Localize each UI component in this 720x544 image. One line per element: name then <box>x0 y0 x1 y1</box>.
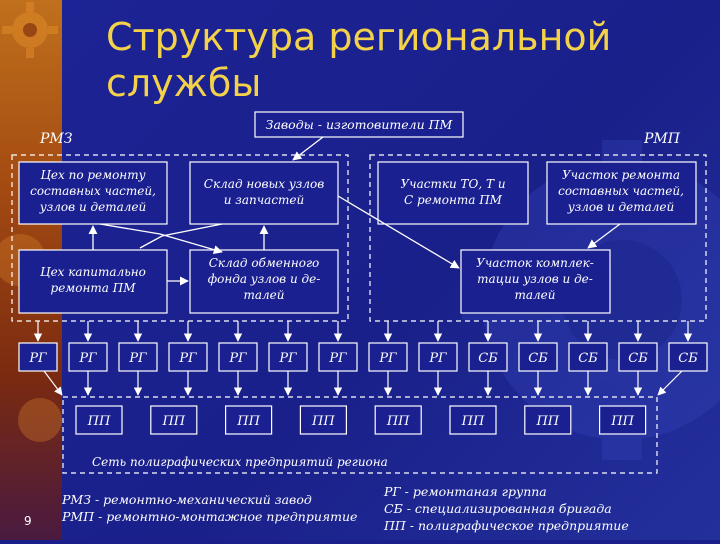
unit-label: СБ <box>678 351 698 366</box>
pp-label: ПП <box>236 414 260 429</box>
exchange-store-line-3: талей <box>243 288 284 302</box>
unit-box: РГ <box>368 321 408 396</box>
print-enterprises-row: ПП ПП ПП ПП ПП ПП ПП ПП <box>75 405 647 435</box>
pp-label: ПП <box>461 414 485 429</box>
capital-repair-shop-line-2: ремонта ПМ <box>51 281 137 295</box>
unit-box: РГ <box>168 321 208 396</box>
maintenance-sites-box: Участки ТО, Т и С ремонта ПМ <box>377 161 529 225</box>
unit-label: РГ <box>378 351 397 366</box>
pp-box: ПП <box>75 405 123 435</box>
unit-box: РГ <box>18 321 63 396</box>
unit-box: РГ <box>418 321 458 396</box>
repair-shop-line-2: составных частей, <box>30 184 156 198</box>
manufacturers-label: Заводы - изготовители ПМ <box>266 117 454 132</box>
arrow-to-network <box>657 370 683 396</box>
pp-box: ПП <box>150 405 198 435</box>
pp-label: ПП <box>161 414 185 429</box>
flow-arrows <box>88 136 621 286</box>
unit-box: СБ <box>657 321 708 396</box>
pp-label: ПП <box>535 414 559 429</box>
repair-shop-line-1: Цех по ремонту <box>40 168 145 182</box>
unit-label: СБ <box>578 351 598 366</box>
unit-box: СБ <box>518 321 558 396</box>
kitting-site-line-1: Участок комплек- <box>476 256 594 270</box>
legend-sb: СБ - специализированная бригада <box>384 501 612 516</box>
capital-repair-shop-box: Цех капитально ремонта ПМ <box>18 249 168 314</box>
kitting-site-line-2: тации узлов и де- <box>477 272 593 286</box>
slide-title: Структура региональной службы <box>106 15 612 105</box>
unit-label: РГ <box>178 351 197 366</box>
unit-label: РГ <box>428 351 447 366</box>
pp-box: ПП <box>225 405 273 435</box>
unit-label: РГ <box>128 351 147 366</box>
new-parts-store-box: Склад новых узлов и запчастей <box>189 161 339 225</box>
repair-shop-box: Цех по ремонту составных частей, узлов и… <box>18 161 168 225</box>
exchange-store-line-2: фонда узлов и де- <box>208 272 321 286</box>
repair-site-line-2: составных частей, <box>558 184 684 198</box>
pp-label: ПП <box>87 414 111 429</box>
maintenance-sites-line-2: С ремонта ПМ <box>404 193 503 207</box>
pp-box: ПП <box>299 405 347 435</box>
pp-box: ПП <box>449 405 497 435</box>
arrow-repair-to-exchange <box>99 223 223 255</box>
unit-box: РГ <box>68 321 108 396</box>
legend-left: РМЗ - ремонтно-механический завод РМП - … <box>62 491 357 525</box>
pp-label: ПП <box>610 414 634 429</box>
unit-box: СБ <box>618 321 658 396</box>
new-parts-store-line-1: Склад новых узлов <box>204 177 324 191</box>
pp-label: ПП <box>386 414 410 429</box>
legend-rg: РГ - ремонтаная группа <box>384 484 547 499</box>
legend-pp: ПП - полиграфическое предприятие <box>384 518 629 533</box>
unit-label: СБ <box>528 351 548 366</box>
repair-site-box: Участок ремонта составных частей, узлов … <box>546 161 697 225</box>
kitting-site-box: Участок комплек- тации узлов и де- талей <box>460 249 611 314</box>
arrow-repair-site-to-kitting <box>587 223 621 249</box>
rmz-group-frame <box>11 154 349 322</box>
unit-box: РГ <box>268 321 308 396</box>
unit-label: СБ <box>628 351 648 366</box>
maintenance-sites-line-1: Участки ТО, Т и <box>400 177 505 191</box>
network-group-label: Сеть полиграфических предприятий региона <box>92 455 388 469</box>
manufacturers-box: Заводы - изготовители ПМ <box>254 111 464 138</box>
unit-label: РГ <box>278 351 297 366</box>
unit-label: СБ <box>478 351 498 366</box>
legend-rmz: РМЗ - ремонтно-механический завод <box>62 492 312 507</box>
unit-box: СБ <box>568 321 608 396</box>
pp-box: ПП <box>374 405 422 435</box>
pp-box: ПП <box>524 405 572 435</box>
network-group-frame <box>62 396 658 474</box>
legend-right: РГ - ремонтаная группа СБ - специализиро… <box>384 483 629 534</box>
kitting-site-line-3: талей <box>514 288 555 302</box>
rmp-group-label: РМП <box>643 131 681 147</box>
unit-box: РГ <box>318 321 358 396</box>
exchange-store-line-1: Склад обменного <box>209 256 319 270</box>
unit-box: СБ <box>468 321 508 396</box>
repair-site-line-1: Участок ремонта <box>562 168 680 182</box>
slide-number: 9 <box>24 514 32 528</box>
arrow-manufacturer-to-store <box>292 136 324 161</box>
repair-shop-line-3: узлов и деталей <box>39 200 146 214</box>
unit-label: РГ <box>328 351 347 366</box>
field-units-row: РГ РГ РГ РГ РГ РГ РГ РГ РГ СБ СБ СБ СБ СБ <box>18 321 708 396</box>
pp-box: ПП <box>598 405 647 435</box>
unit-label: РГ <box>78 351 97 366</box>
pp-label: ПП <box>311 414 335 429</box>
unit-label: РГ <box>228 351 247 366</box>
unit-box: РГ <box>118 321 158 396</box>
capital-repair-shop-line-1: Цех капитально <box>40 265 146 279</box>
arrow-store-cross <box>139 223 223 249</box>
unit-box: РГ <box>218 321 258 396</box>
new-parts-store-line-2: и запчастей <box>224 193 305 207</box>
unit-label: РГ <box>28 351 47 366</box>
arrow-to-network <box>43 370 63 396</box>
legend-rmp: РМП - ремонтно-монтажное предприятие <box>62 509 358 524</box>
arrow-store-to-kitting <box>337 195 460 269</box>
exchange-store-box: Склад обменного фонда узлов и де- талей <box>189 249 339 314</box>
rmz-group-label: РМЗ <box>39 131 73 147</box>
repair-site-line-3: узлов и деталей <box>567 200 674 214</box>
